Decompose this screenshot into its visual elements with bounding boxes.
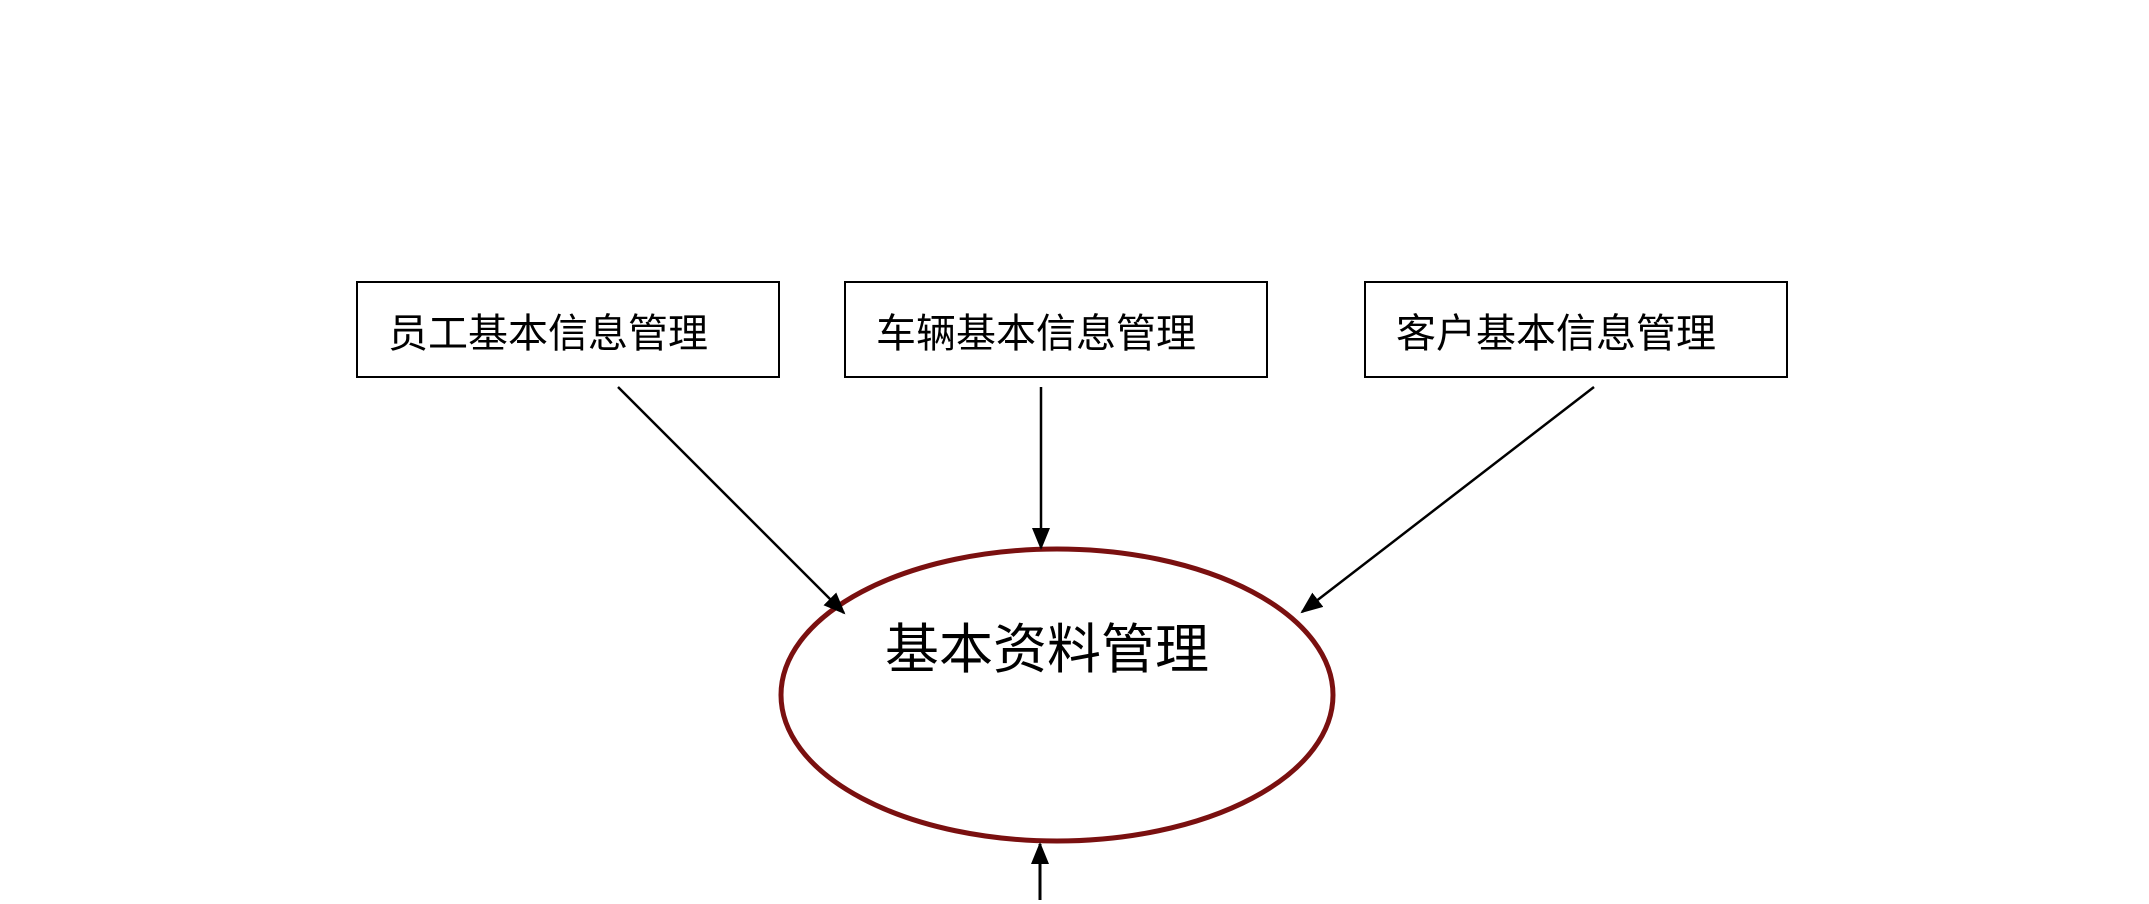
- arrow-customer-to-central: [1300, 386, 1595, 614]
- node-employee-info: 员工基本信息管理: [356, 281, 780, 378]
- node-customer-info: 客户基本信息管理: [1364, 281, 1788, 378]
- central-ellipse: [778, 546, 1336, 844]
- arrow-employee-to-central: [617, 386, 846, 615]
- central-node-label: 基本资料管理: [885, 618, 1209, 681]
- node-employee-info-label: 员工基本信息管理: [388, 310, 708, 357]
- node-vehicle-info: 车辆基本信息管理: [844, 281, 1268, 378]
- node-vehicle-info-label: 车辆基本信息管理: [876, 310, 1196, 357]
- node-customer-info-label: 客户基本信息管理: [1396, 310, 1716, 357]
